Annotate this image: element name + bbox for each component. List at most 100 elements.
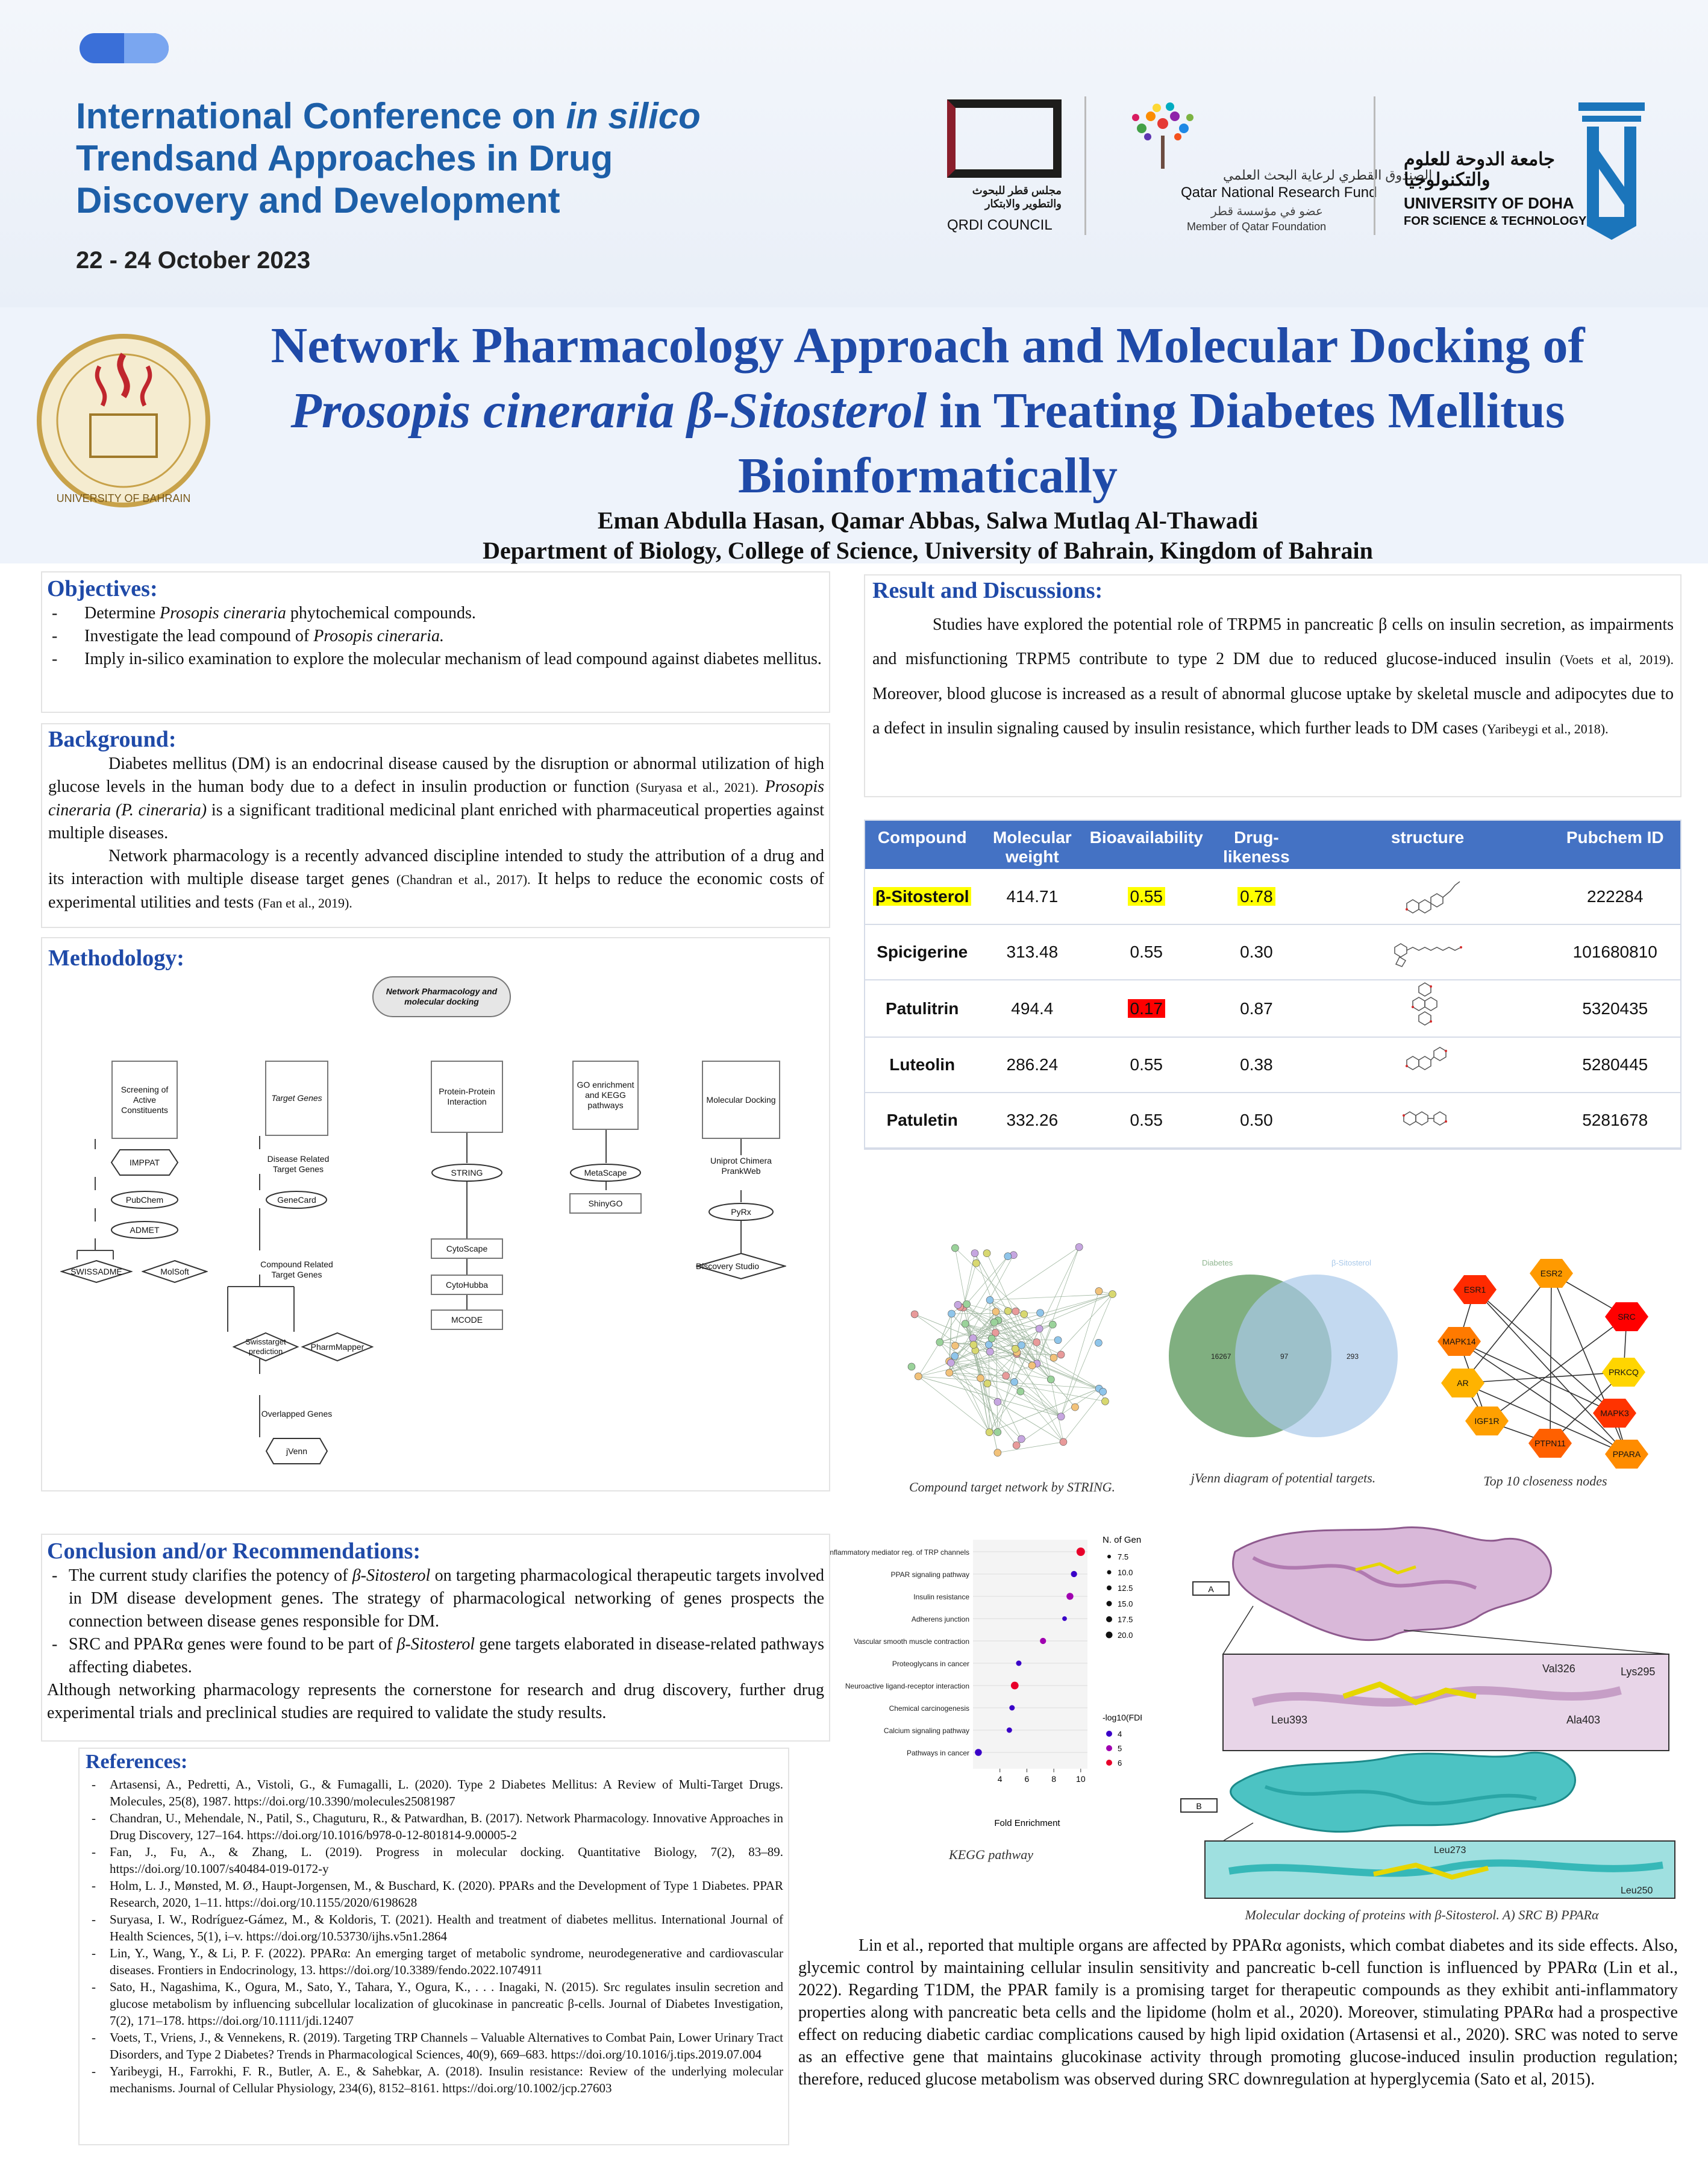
- authors: Eman Abdulla Hasan, Qamar Abbas, Salwa M…: [597, 507, 1259, 534]
- cell: β-Sitosterol: [872, 886, 972, 906]
- cell: 0.55: [1085, 1037, 1208, 1093]
- udst-name: UNIVERSITY OF DOHA: [1404, 194, 1574, 212]
- conclusion-heading: Conclusion and/or Recommendations:: [47, 1538, 421, 1564]
- network-node: [985, 1428, 993, 1437]
- network-node: [1028, 1361, 1036, 1370]
- residue-label: Leu393: [1271, 1714, 1307, 1726]
- structure-image: [1402, 1111, 1447, 1126]
- methodology-heading: Methodology:: [48, 946, 184, 971]
- network-edge: [939, 1341, 1062, 1417]
- network-node: [1057, 1413, 1065, 1420]
- conclusion-item: SRC and PPARα genes were found to be par…: [47, 1633, 824, 1679]
- results-text: Studies have explored the potential role…: [872, 615, 1674, 668]
- flow-pubchem-label: PubChem: [125, 1195, 164, 1205]
- cell: 0.87: [1207, 980, 1306, 1038]
- network-node: [948, 1309, 956, 1318]
- flow-ppi: Protein-Protein Interaction: [431, 1061, 503, 1133]
- flow-swisstarget-label: Swisstarget prediction: [245, 1337, 286, 1356]
- hub-node: [1453, 1275, 1497, 1304]
- objective-item: Imply in-silico examination to explore t…: [47, 648, 824, 671]
- hub-edge: [1462, 1273, 1552, 1384]
- network-edge: [965, 1256, 1009, 1324]
- network-edge: [989, 1388, 1100, 1433]
- conclusion-text: The current study clarifies the potency …: [69, 1566, 352, 1585]
- cell: 332.26: [979, 1093, 1086, 1149]
- network-node: [983, 1379, 992, 1388]
- reference-item: Fan, J., Fu, A., & Zhang, L. (2019). Pro…: [86, 1843, 783, 1877]
- conference-dates: 22 - 24 October 2023: [76, 247, 311, 274]
- docking-label-b: B: [1196, 1801, 1201, 1811]
- kegg-point: [1062, 1616, 1067, 1621]
- structure-cell: [1305, 1037, 1550, 1093]
- flow-genecard-label: GeneCard: [277, 1195, 316, 1205]
- flow-discovery-label: Discovery Studio: [696, 1261, 760, 1271]
- network-node: [1004, 1307, 1012, 1315]
- kegg-size-legend-title: N. of Genes: [1103, 1535, 1142, 1545]
- residue-label: Val326: [1542, 1663, 1575, 1675]
- kegg-category-label: Neuroactive ligand-receptor interaction: [845, 1682, 969, 1690]
- network-edge: [1053, 1294, 1113, 1358]
- network-edge: [972, 1311, 996, 1338]
- color-legend-label: 5: [1118, 1744, 1122, 1753]
- network-node: [1010, 1378, 1018, 1386]
- conference-title-italic: in silico: [566, 96, 701, 136]
- network-node: [993, 1398, 1002, 1406]
- network-node: [954, 1300, 962, 1309]
- cell: Spicigerine: [865, 924, 980, 980]
- cell: Patuletin: [865, 1093, 980, 1149]
- network-node: [1018, 1435, 1025, 1443]
- flow-target-genes: Target Genes: [265, 1061, 328, 1136]
- udst-sub: FOR SCIENCE & TECHNOLOGY: [1404, 215, 1587, 228]
- residue-label: Ala403: [1566, 1714, 1600, 1726]
- conclusion-section: Conclusion and/or Recommendations: The c…: [47, 1538, 824, 1725]
- network-edge: [986, 1253, 1037, 1364]
- network-node: [1016, 1387, 1025, 1396]
- kegg-category-label: Vascular smooth muscle contraction: [854, 1637, 969, 1646]
- network-node: [993, 1428, 1002, 1436]
- hub-node-label: PTPN11: [1534, 1438, 1566, 1448]
- cell: 0.50: [1207, 1093, 1306, 1149]
- flow-screening: Screening of Active Constituents: [111, 1061, 178, 1139]
- network-node: [1035, 1325, 1043, 1333]
- table-row: Spicigerine 313.48 0.55 0.30 101680810: [865, 924, 1680, 980]
- network-edge: [998, 1320, 1040, 1329]
- seal-text: UNIVERSITY OF BAHRAIN: [57, 492, 191, 504]
- background-section: Background: Diabetes mellitus (DM) is an…: [48, 726, 824, 915]
- network-node: [1099, 1388, 1107, 1396]
- references-heading: References:: [86, 1751, 188, 1773]
- hub-node: [1465, 1407, 1509, 1435]
- flow-string-label: STRING: [451, 1168, 483, 1178]
- network-edge: [1060, 1291, 1100, 1417]
- qrdi-logo-mark: [947, 99, 1062, 178]
- conference-title: International Conference on in silico Tr…: [76, 95, 769, 222]
- flow-jvenn-label: jVenn: [286, 1446, 308, 1456]
- network-node: [1004, 1252, 1012, 1261]
- conference-header: [0, 0, 1708, 307]
- string-caption: Compound target network by STRING.: [909, 1479, 1115, 1494]
- conclusion-paragraph: Although networking pharmacology represe…: [47, 1681, 824, 1722]
- network-node: [1059, 1438, 1068, 1446]
- background-box: [41, 723, 830, 928]
- network-edge: [972, 1338, 998, 1453]
- department: Department of Biology, College of Scienc…: [483, 537, 1373, 564]
- kegg-xtick-label: 8: [1051, 1774, 1056, 1784]
- conclusion-text: on targeting pharmacological therapeutic…: [69, 1566, 824, 1631]
- network-node: [987, 1334, 996, 1343]
- flow-pyrx-label: PyRx: [731, 1207, 751, 1217]
- network-node: [1075, 1243, 1083, 1251]
- network-edge: [995, 1294, 1113, 1333]
- size-legend-dot: [1106, 1616, 1112, 1622]
- network-node: [969, 1341, 978, 1349]
- network-edge: [963, 1307, 998, 1321]
- hub-edge: [1459, 1341, 1627, 1455]
- flow-molsoft: MolSoft: [142, 1259, 208, 1284]
- udst-logo-mark: [1578, 102, 1645, 240]
- structure-image: [1405, 1046, 1447, 1070]
- network-node: [1018, 1341, 1025, 1349]
- kegg-point: [975, 1749, 982, 1756]
- flow-docking: Molecular Docking: [702, 1061, 780, 1139]
- hub-edge: [1474, 1289, 1615, 1414]
- venn-left-count: 16267: [1211, 1352, 1231, 1361]
- network-edge: [939, 1341, 989, 1345]
- title-band: [0, 307, 1708, 563]
